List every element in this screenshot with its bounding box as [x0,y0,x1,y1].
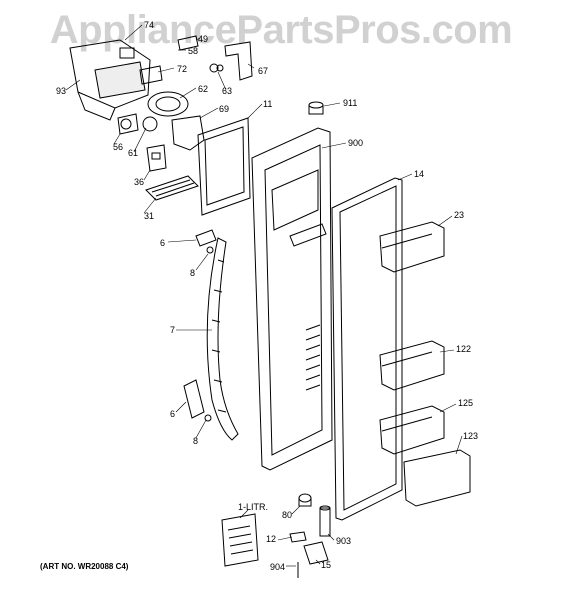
dispenser-housing [69,39,163,121]
callout-74: 74 [144,20,155,30]
callout-122: 122 [456,344,472,354]
callout-12: 12 [266,534,277,544]
callout-903: 903 [336,536,352,546]
tube-903 [319,505,331,537]
callout-6-lower: 6 [170,409,176,419]
callout-911: 911 [343,98,358,108]
callout-8-upper: 8 [190,268,196,278]
callout-15: 15 [321,560,332,570]
door-panel-11 [197,117,251,216]
motor-56 [117,113,139,135]
part-61 [142,116,158,132]
fitting-80 [298,493,312,507]
actuator-15 [303,541,329,565]
handle-cap-6-lower [183,379,205,419]
callout-61: 61 [128,148,139,158]
callout-904: 904 [270,562,286,572]
bin-125 [379,405,445,455]
callout-49: 49 [198,34,209,44]
callout-36: 36 [134,177,145,187]
art-number: (ART NO. WR20088 C4) [40,562,129,571]
bracket-67 [224,41,253,81]
callout-93: 93 [56,86,67,96]
handle-7 [206,237,239,441]
ring-62 [147,91,189,117]
bin-122 [379,340,445,391]
callout-11: 11 [263,99,273,109]
callout-125: 125 [458,398,474,408]
switch-36 [146,144,167,172]
callout-31: 31 [144,211,155,221]
bin-123 [403,449,471,507]
cap-911 [308,101,324,115]
leader-lines [65,24,463,567]
callout-69: 69 [219,104,230,114]
damper-69 [171,115,205,151]
gasket-14 [331,177,403,521]
handle-cap-6-upper [195,229,217,247]
manual-booklet [221,513,259,567]
part-12 [289,531,307,543]
callout-14: 14 [414,169,425,179]
callout-123: 123 [463,431,479,441]
screw-8-upper [206,246,214,254]
small-bracket-49 [177,35,199,51]
callout-6-upper: 6 [160,238,166,248]
clip-63 [209,63,224,73]
callout-8-lower: 8 [193,436,199,446]
callout-72: 72 [177,64,188,74]
callout-67: 67 [258,66,269,76]
callout-1-litr: 1-LITR. [238,502,269,512]
door-vents [305,324,321,391]
callout-7: 7 [170,325,176,335]
door-900 [251,127,333,471]
callout-63: 63 [222,86,233,96]
callout-58: 58 [188,46,199,56]
bin-23 [379,221,445,273]
grille-31 [145,175,199,201]
callout-900: 900 [348,138,364,148]
callout-23: 23 [454,210,465,220]
screw-8-lower [204,414,212,422]
callout-62: 62 [198,84,209,94]
callout-80: 80 [282,510,293,520]
callout-56: 56 [113,142,124,152]
